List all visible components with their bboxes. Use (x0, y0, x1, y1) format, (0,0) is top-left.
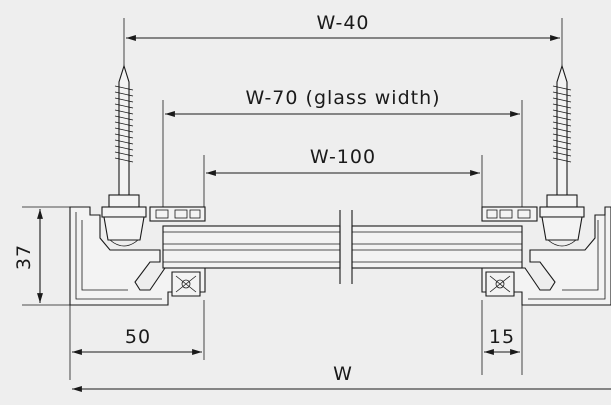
left-screw (101, 64, 147, 247)
right-frame-profile (481, 206, 611, 306)
dimension-label-w: W (333, 363, 353, 385)
dimension-glass-width: W-70 (glass width) (165, 87, 520, 117)
dimension-w-40: W-40 (126, 12, 560, 41)
dimension-label-glass-width: W-70 (glass width) (245, 87, 440, 109)
dimension-50: 50 (72, 326, 202, 355)
dimension-w-100: W-100 (206, 146, 480, 176)
dimension-15: 15 (484, 326, 520, 355)
dimension-label-37: 37 (13, 244, 35, 270)
left-frame-profile (69, 206, 206, 306)
dimension-w: W (72, 363, 611, 392)
dimension-label-w-100: W-100 (310, 146, 376, 168)
dimension-label-15: 15 (489, 326, 515, 348)
dimension-height-37: 37 (13, 209, 43, 303)
glass-pane (162, 210, 523, 284)
dimension-label-w-40: W-40 (316, 12, 369, 34)
right-screw (539, 64, 585, 247)
dimension-label-50: 50 (125, 326, 151, 348)
extension-lines (22, 18, 563, 380)
